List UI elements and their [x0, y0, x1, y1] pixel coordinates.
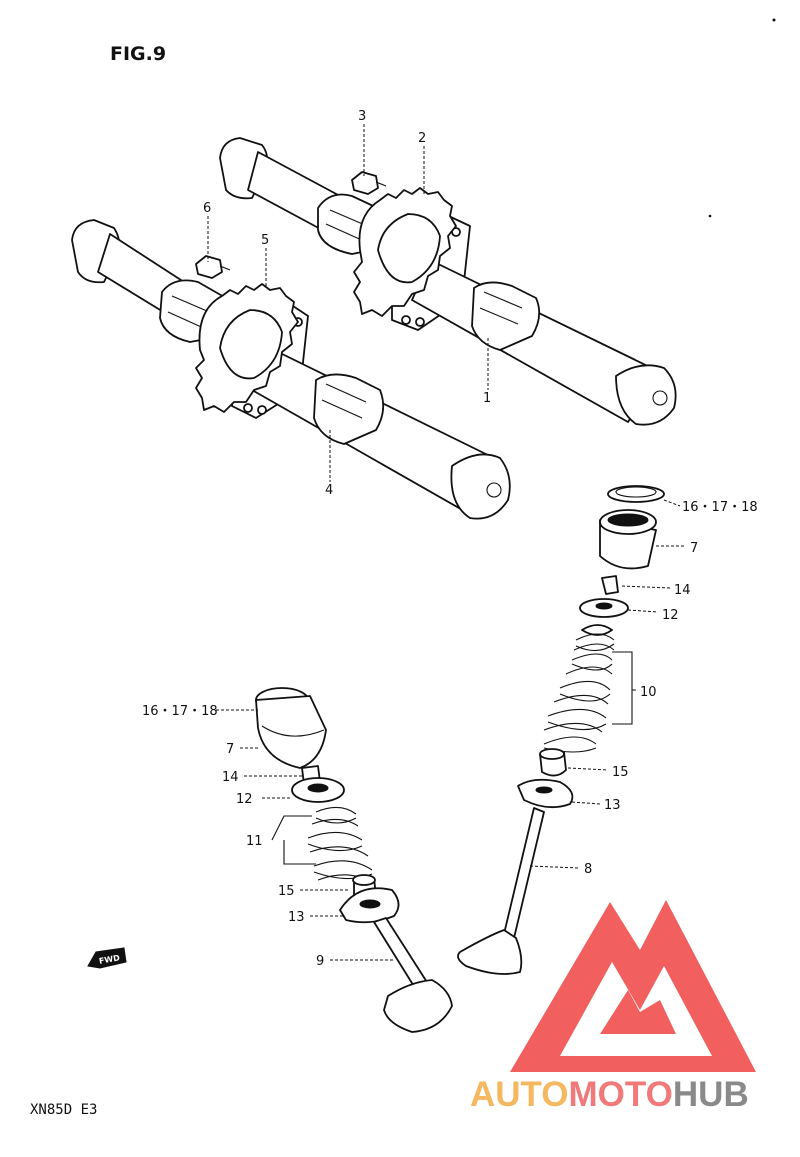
label-part-10: 10	[640, 685, 657, 700]
shim-right	[607, 485, 665, 503]
tappet-right	[599, 509, 657, 570]
label-part-3: 3	[358, 109, 366, 124]
bolt-lower	[195, 255, 231, 279]
label-part-5: 5	[261, 233, 269, 248]
cam-sprocket-upper	[353, 187, 457, 317]
watermark-auto: AUTO	[470, 1075, 569, 1114]
spring-seat-left	[339, 887, 400, 924]
valve-intake	[373, 917, 453, 1033]
spring-right	[543, 624, 615, 753]
label-part-2: 2	[418, 131, 426, 146]
svg-text:AUTOMOTOHUB: AUTOMOTOHUB	[470, 1075, 749, 1114]
label-part-14-right: 14	[674, 583, 691, 598]
label-part-15-right: 15	[612, 765, 629, 780]
spring-left	[307, 806, 375, 885]
retainer-right	[579, 598, 629, 618]
watermark-brand: AUTOMOTOHUB	[470, 1075, 749, 1114]
label-part-14-left: 14	[222, 770, 239, 785]
fwd-arrow-icon: FWD	[87, 947, 127, 969]
model-code: XN85D E3	[30, 1102, 97, 1118]
valve-exhaust	[457, 807, 545, 975]
cotter-right	[601, 575, 619, 595]
label-part-13-right: 13	[604, 798, 621, 813]
label-part-15-left: 15	[278, 884, 295, 899]
label-part-16-17-18-left: 16・17・18	[142, 704, 218, 719]
print-dot	[708, 214, 712, 218]
stem-seal-right	[539, 748, 567, 777]
label-part-7-right: 7	[690, 541, 698, 556]
watermark-moto: MOTO	[569, 1075, 673, 1114]
label-part-9: 9	[316, 954, 324, 969]
label-part-12-left: 12	[236, 792, 253, 807]
label-part-16-17-18-right: 16・17・18	[682, 500, 758, 515]
print-dot	[772, 18, 776, 22]
tappet-left	[255, 695, 327, 769]
label-part-12-right: 12	[662, 608, 679, 623]
spring-seat-right	[517, 778, 574, 809]
label-part-6: 6	[203, 201, 211, 216]
leader-lines	[207, 124, 686, 961]
label-part-8: 8	[584, 862, 592, 877]
watermark-logo-icon	[510, 900, 756, 1072]
bolt-upper	[351, 171, 387, 195]
fwd-label: FWD	[98, 953, 121, 966]
label-part-13-left: 13	[288, 910, 305, 925]
retainer-left	[291, 777, 345, 803]
label-part-1: 1	[483, 391, 491, 406]
cam-sprocket-lower	[195, 283, 299, 413]
watermark-hub: HUB	[673, 1075, 749, 1114]
label-part-7-left: 7	[226, 742, 234, 757]
label-part-4: 4	[325, 483, 333, 498]
figure-title: FIG.9	[110, 43, 166, 65]
label-part-11: 11	[246, 834, 263, 849]
